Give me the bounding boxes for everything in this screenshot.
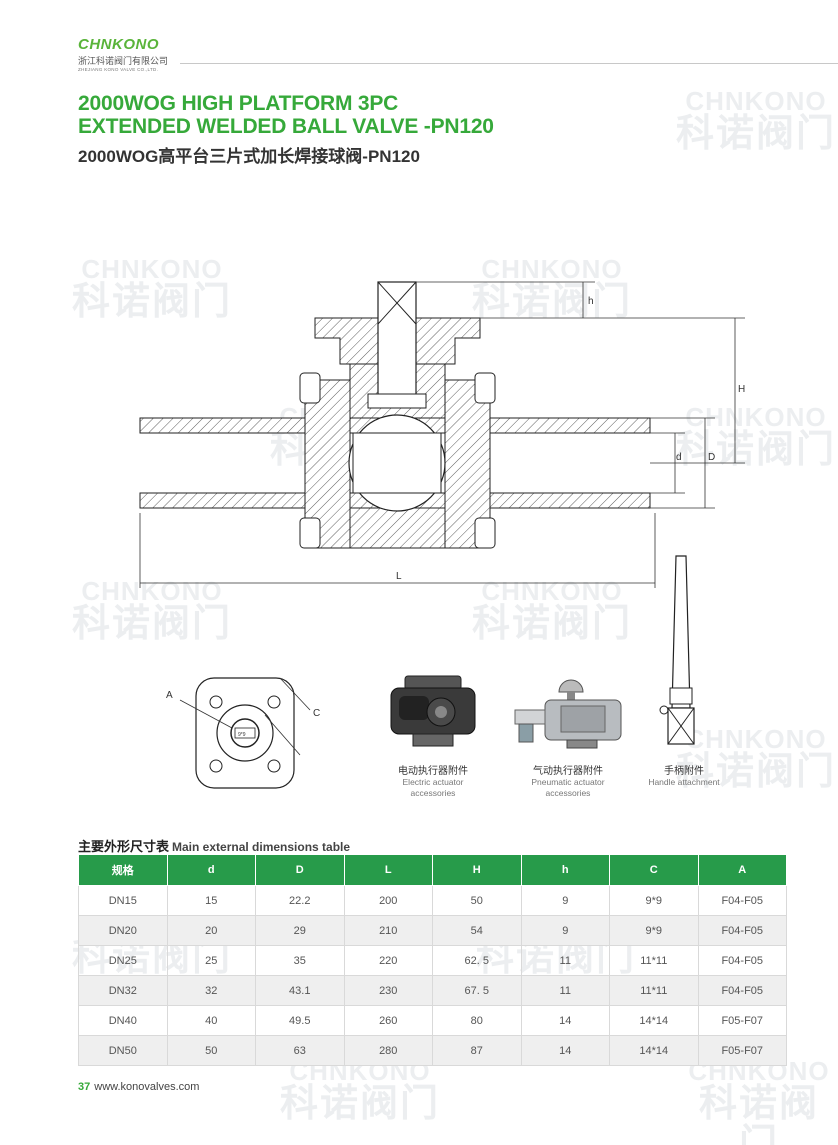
table-cell: 11*11 — [609, 945, 699, 976]
pneumatic-actuator-image — [514, 679, 622, 749]
table-cell: 43.1 — [255, 975, 345, 1006]
column-header: C — [609, 854, 699, 886]
pneumatic-actuator-caption: 气动执行器附件 Pneumatic actuator accessories — [531, 766, 605, 798]
table-cell: 87 — [432, 1035, 522, 1066]
table-cell: 54 — [432, 915, 522, 946]
column-header: d — [166, 854, 256, 886]
table-cell: 200 — [343, 885, 433, 916]
column-header: H — [432, 854, 522, 886]
table-cell: DN40 — [78, 1005, 168, 1036]
table-cell: 11*11 — [609, 975, 699, 1006]
table-cell: F04-F05 — [697, 975, 787, 1006]
table-cell: DN25 — [78, 945, 168, 976]
table-cell: F04-F05 — [697, 885, 787, 916]
table-cell: DN20 — [78, 915, 168, 946]
title-en-line1: 2000WOG HIGH PLATFORM 3PC — [78, 92, 399, 115]
table-cell: 29 — [255, 915, 345, 946]
table-cell: 9*9 — [609, 915, 699, 946]
table-cell: 9*9 — [609, 885, 699, 916]
dim-label-A: A — [166, 690, 173, 701]
table-cell: 14 — [520, 1005, 610, 1036]
column-header: 规格 — [78, 854, 168, 886]
table-cell: 280 — [343, 1035, 433, 1066]
column-header: D — [255, 854, 345, 886]
handle-attachment-caption: 手柄附件 Handle attachment — [648, 766, 720, 787]
electric-actuator-image — [390, 675, 476, 747]
header-divider — [180, 63, 838, 64]
table-cell: 22.2 — [255, 885, 345, 916]
table-cell: 14*14 — [609, 1005, 699, 1036]
company-name-en: ZHEJIANG KONO VALVE CO.,LTD. — [78, 67, 159, 72]
dim-label-L: L — [396, 571, 402, 582]
page-number: 37 — [78, 1081, 91, 1093]
table-cell: 50 — [432, 885, 522, 916]
dim-label-H: H — [738, 384, 745, 395]
table-cell: 40 — [166, 1005, 256, 1036]
dim-label-D: D — [708, 452, 715, 463]
flange-top-view-drawing: A C 9*9 — [166, 677, 320, 789]
table-cell: DN50 — [78, 1035, 168, 1066]
table-cell: 260 — [343, 1005, 433, 1036]
column-header: h — [520, 854, 610, 886]
column-header: L — [343, 854, 433, 886]
table-cell: F05-F07 — [697, 1035, 787, 1066]
dim-label-d: d — [676, 452, 682, 463]
table-cell: 63 — [255, 1035, 345, 1066]
table-heading-en: Main external dimensions table — [172, 840, 351, 854]
logo-text: CHNKONO — [78, 36, 159, 53]
table-cell: 62. 5 — [432, 945, 522, 976]
table-cell: 210 — [343, 915, 433, 946]
table-cell: 11 — [520, 975, 610, 1006]
table-cell: 14 — [520, 1035, 610, 1066]
table-cell: DN15 — [78, 885, 168, 916]
table-cell: F04-F05 — [697, 945, 787, 976]
table-cell: 14*14 — [609, 1035, 699, 1066]
valve-section-drawing: h H d D L — [139, 281, 745, 588]
table-cell: 15 — [166, 885, 256, 916]
stem-mark: 9*9 — [238, 732, 246, 738]
title-cn: 2000WOG高平台三片式加长焊接球阀-PN120 — [78, 147, 420, 166]
title-en-line2: EXTENDED WELDED BALL VALVE -PN120 — [78, 115, 494, 138]
table-cell: 9 — [520, 885, 610, 916]
handle-attachment-image — [659, 555, 695, 745]
table-cell: DN32 — [78, 975, 168, 1006]
table-cell: 25 — [166, 945, 256, 976]
column-header: A — [697, 854, 787, 886]
website-url: www.konovalves.com — [94, 1081, 200, 1093]
table-cell: F05-F07 — [697, 1005, 787, 1036]
table-cell: 11 — [520, 945, 610, 976]
electric-actuator-caption: 电动执行器附件 Electric actuator accessories — [398, 766, 468, 798]
table-cell: 32 — [166, 975, 256, 1006]
table-cell: 80 — [432, 1005, 522, 1036]
table-cell: F04-F05 — [697, 915, 787, 946]
table-cell: 35 — [255, 945, 345, 976]
dim-label-C: C — [313, 708, 320, 719]
table-cell: 230 — [343, 975, 433, 1006]
table-cell: 67. 5 — [432, 975, 522, 1006]
company-name-cn: 浙江科诺阀门有限公司 — [78, 56, 169, 66]
table-cell: 50 — [166, 1035, 256, 1066]
brand-logo: CHNKONO 浙江科诺阀门有限公司 ZHEJIANG KONO VALVE C… — [78, 36, 168, 72]
table-heading-cn: 主要外形尺寸表 — [78, 839, 170, 854]
table-cell: 9 — [520, 915, 610, 946]
page-title: 2000WOG HIGH PLATFORM 3PC EXTENDED WELDE… — [78, 92, 494, 167]
table-cell: 220 — [343, 945, 433, 976]
table-cell: 49.5 — [255, 1005, 345, 1036]
dim-label-h: h — [588, 296, 594, 307]
table-cell: 20 — [166, 915, 256, 946]
table-header-row: 规格 d D L H h C A — [78, 854, 787, 886]
